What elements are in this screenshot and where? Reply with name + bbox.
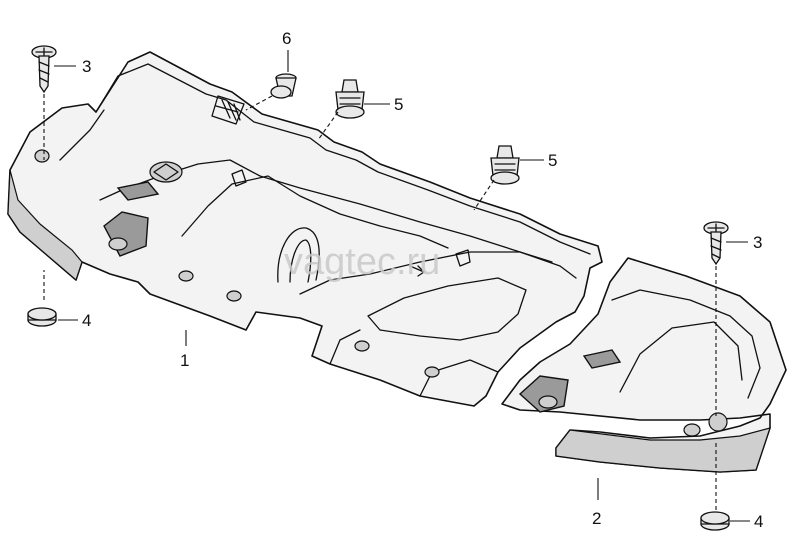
- part-2-side-panel: [501, 257, 787, 473]
- callout-1: 1: [180, 351, 189, 370]
- callouts: 1 2 3 3 4 4 5 5 6: [82, 29, 763, 531]
- fastener-screw-3-left: [31, 45, 57, 94]
- callout-4b: 4: [754, 512, 763, 531]
- assembly-lines: [43, 94, 717, 510]
- callout-3a: 3: [82, 57, 91, 76]
- callout-5a: 5: [394, 95, 403, 114]
- fastener-nut-5-lower: [490, 145, 520, 185]
- fastener-nut-5-upper: [335, 79, 365, 119]
- fastener-clip-4-left: [27, 307, 57, 327]
- callout-3b: 3: [753, 233, 762, 252]
- fastener-screw-3-right: [703, 221, 729, 266]
- fastener-clip-4-right: [700, 511, 730, 531]
- fastener-plug-6: [270, 73, 297, 99]
- callout-2: 2: [592, 509, 601, 528]
- watermark: vagtec.ru: [284, 241, 440, 283]
- callout-6: 6: [282, 29, 291, 48]
- callout-5b: 5: [548, 151, 557, 170]
- part-1-underbody-panel: [7, 51, 603, 407]
- leader-lines: [54, 50, 750, 522]
- callout-4a: 4: [82, 311, 91, 330]
